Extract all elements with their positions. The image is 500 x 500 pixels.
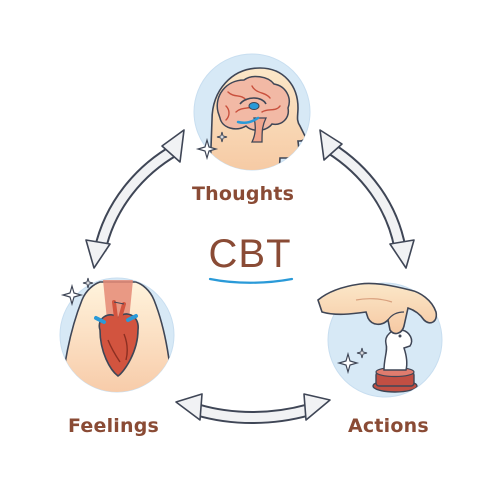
thoughts-node [193,53,311,171]
arrowhead-icon [85,239,111,269]
arrowhead-icon [175,393,203,421]
brain-head-icon [209,67,306,170]
actions-node [317,282,443,398]
feelings-label: Feelings [68,415,160,437]
center-title: CBT [208,232,292,276]
feelings-node [59,277,175,393]
title-underline [208,277,294,284]
arrowhead-icon [389,239,415,269]
sparkle-icon [82,277,94,289]
sparkle-icon [195,137,219,161]
hand-chess-icon [372,328,418,393]
sparkle-icon [216,131,228,143]
arrowhead-icon [319,129,343,161]
heart-chest-icon [61,280,173,392]
sparkle-icon [60,283,84,307]
sparkle-icon [336,351,360,375]
actions-label: Actions [348,415,429,437]
hand-icon [317,282,438,335]
arrow-feelings-actions [175,393,331,424]
thoughts-label: Thoughts [192,183,295,205]
arrowhead-icon [161,129,185,163]
arrow-thoughts-actions [319,129,415,269]
arrow-thoughts-feelings [85,129,185,269]
sparkle-icon [356,347,368,359]
arrowhead-icon [303,393,331,421]
